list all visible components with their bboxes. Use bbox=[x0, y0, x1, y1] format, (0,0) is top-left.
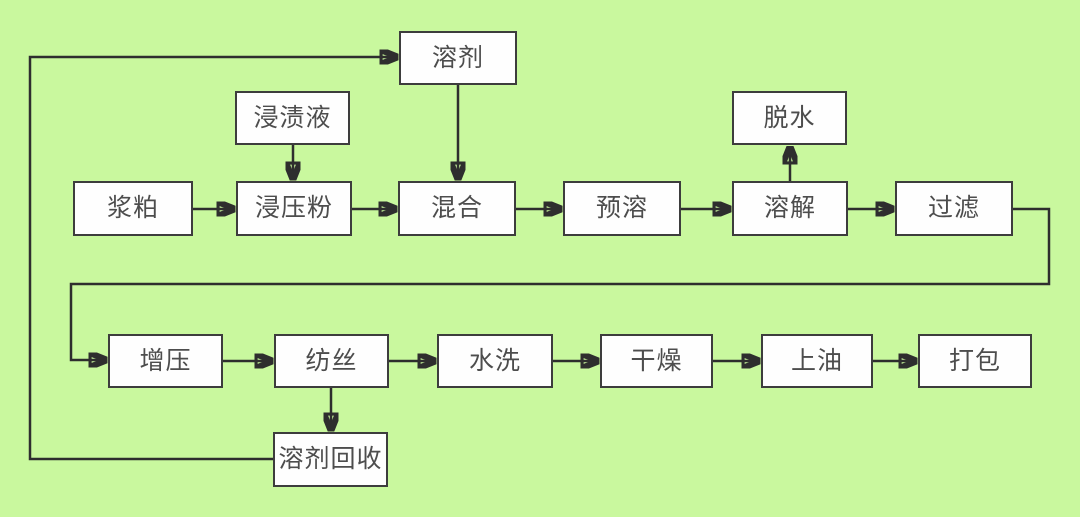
node-label: 增压 bbox=[139, 346, 192, 375]
node-label: 溶剂回收 bbox=[278, 445, 383, 473]
node-dissolving: 溶解 bbox=[732, 181, 848, 236]
node-label: 纺丝 bbox=[305, 346, 358, 375]
node-label: 浸渍液 bbox=[253, 103, 332, 132]
node-spinning: 纺丝 bbox=[274, 334, 389, 388]
node-label: 溶剂 bbox=[431, 43, 484, 72]
node-impregnation-liquid: 浸渍液 bbox=[235, 91, 350, 145]
node-pulp: 浆粕 bbox=[73, 181, 193, 236]
node-label: 混合 bbox=[430, 194, 483, 222]
node-pressurizing: 增压 bbox=[108, 334, 223, 388]
node-label: 溶解 bbox=[763, 194, 816, 222]
node-solvent: 溶剂 bbox=[399, 31, 517, 85]
node-label: 浆粕 bbox=[106, 194, 159, 222]
node-label: 过滤 bbox=[927, 194, 980, 222]
node-impregnated-powder: 浸压粉 bbox=[236, 181, 352, 236]
node-label: 预溶 bbox=[595, 194, 648, 222]
node-label: 上油 bbox=[790, 346, 843, 375]
node-mixing: 混合 bbox=[398, 181, 516, 236]
node-dewatering: 脱水 bbox=[732, 91, 847, 145]
node-packing: 打包 bbox=[918, 334, 1032, 388]
node-label: 干燥 bbox=[630, 346, 683, 375]
node-filtering: 过滤 bbox=[895, 181, 1013, 236]
node-pre-dissolving: 预溶 bbox=[563, 181, 681, 236]
node-oiling: 上油 bbox=[761, 334, 873, 388]
node-label: 浸压粉 bbox=[254, 194, 333, 222]
node-label: 脱水 bbox=[763, 103, 816, 132]
node-drying: 干燥 bbox=[600, 334, 713, 388]
node-washing: 水洗 bbox=[437, 334, 553, 388]
node-label: 水洗 bbox=[468, 346, 521, 375]
node-label: 打包 bbox=[948, 346, 1001, 375]
node-solvent-recovery: 溶剂回收 bbox=[273, 432, 388, 487]
